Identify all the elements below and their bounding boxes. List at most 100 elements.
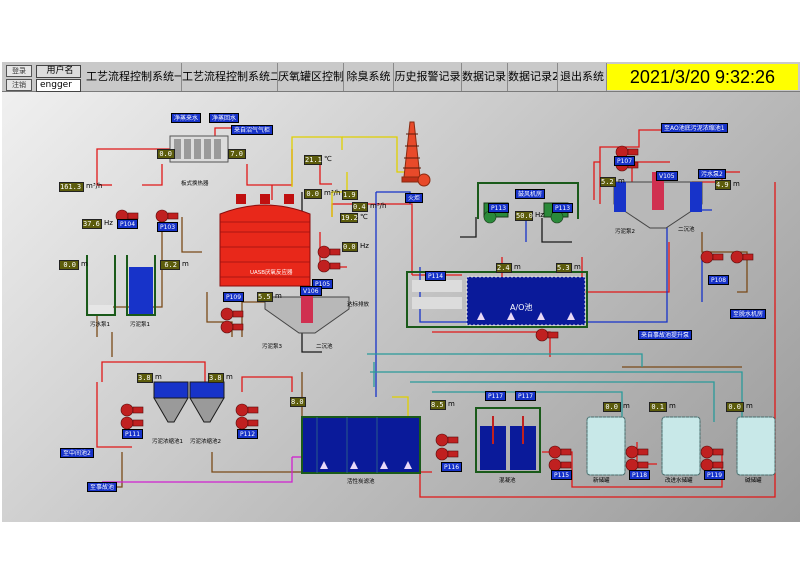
tag-blower-room: 鼓风机房	[515, 189, 546, 199]
logout-button[interactable]: 注销	[6, 79, 32, 91]
value-8-0: 8.0	[290, 397, 306, 407]
unit-hz-2: Hz	[360, 242, 369, 250]
tag-p109: P109	[223, 292, 245, 302]
value-tank-1: 0.0	[603, 402, 621, 412]
value-flow-2: 0.0	[304, 189, 322, 199]
process-panel: 净蒸来水 净蒸回水 来自沼气气柜 板式换热器 火炬 鼓风机房 至AO池底污泥浓缩…	[2, 92, 800, 522]
unit-8-5: m	[448, 400, 455, 408]
process-diagram	[86, 121, 776, 498]
clock-display: 2021/3/20 9:32:26	[607, 64, 798, 90]
tank-acid	[661, 416, 701, 476]
value-2-4: 2.4	[496, 263, 512, 273]
nav-process-1[interactable]: 工艺流程控制系统一	[86, 63, 182, 91]
unit-2-4: m	[514, 263, 521, 271]
pump-p114	[535, 328, 559, 342]
pump-p112b	[235, 416, 259, 430]
label-sediment-tank: 活性炭滤池	[347, 479, 375, 485]
unit-3-8-b: m	[226, 373, 233, 381]
nav-deodor[interactable]: 除臭系统	[344, 63, 394, 91]
value-1-9: 1.9	[342, 190, 358, 200]
tag-p117-b: P117	[515, 391, 537, 401]
unit-tank-3: m	[746, 402, 753, 410]
tag-p103: P103	[157, 222, 179, 232]
tag-v105: V105	[656, 171, 678, 181]
tag-clean-water-in: 净蒸来水	[171, 113, 202, 123]
label-clarifier-right: 二沉池	[678, 227, 695, 233]
login-button[interactable]: 登录	[6, 65, 32, 77]
label-plate-exchanger: 板式换热器	[181, 181, 209, 187]
tag-biogas-from: 来自沼气气柜	[231, 125, 274, 135]
pump-p116b	[435, 447, 459, 461]
nav-data-1[interactable]: 数据记录1	[462, 63, 508, 91]
pump-p111b	[120, 416, 144, 430]
label-ao-tank: A/O池	[510, 303, 533, 312]
tag-clean-water-out: 净蒸回水	[209, 113, 240, 123]
sediment-tank	[301, 416, 421, 474]
value-3-8-b: 3.8	[208, 373, 224, 383]
value-tank-3: 0.0	[726, 402, 744, 412]
tag-p112: P112	[237, 429, 259, 439]
pump-p103	[155, 209, 179, 223]
tag-p113-b: P113	[552, 203, 574, 213]
tag-p118: P118	[629, 470, 651, 480]
tag-to-dewater: 至脱水机房	[730, 309, 767, 319]
value-hz-3: 50.0	[515, 211, 533, 221]
nav-process-2[interactable]: 工艺流程控制系统二	[182, 63, 278, 91]
label-new-tank: 新储罐	[593, 478, 610, 484]
label-sludge-pump2: 污泥泵2	[615, 229, 635, 235]
tag-p119: P119	[704, 470, 726, 480]
pump-p109b	[220, 320, 244, 334]
nav-alarm-history[interactable]: 历史报警记录	[394, 63, 462, 91]
thickener-2	[189, 381, 225, 423]
unit-flow-3: m³/h	[370, 202, 387, 210]
label-sewage-pump: 污水泵1	[90, 322, 110, 328]
sludge-pool	[126, 255, 156, 316]
unit-level-2: m	[182, 260, 189, 268]
tag-p105: P105	[312, 279, 334, 289]
username-field[interactable]: engger	[36, 79, 81, 92]
label-clarifier-mid: 二沉池	[316, 344, 333, 350]
pump-p116	[435, 433, 459, 447]
unit-level-1: m	[81, 260, 88, 268]
tag-p117-a: P117	[485, 391, 507, 401]
sewage-pool	[86, 255, 116, 316]
pump-p108b	[730, 250, 754, 264]
pump-p119	[700, 445, 724, 459]
pump-p108	[700, 250, 724, 264]
tag-p113-a: P113	[488, 203, 510, 213]
nav-exit[interactable]: 退出系统	[558, 63, 607, 91]
pump-p118	[625, 445, 649, 459]
value-5-3: 5.3	[556, 263, 572, 273]
tag-torch: 火炬	[405, 193, 424, 203]
label-sludge-pump: 污泥泵1	[130, 322, 150, 328]
uasb-reactor	[219, 194, 311, 287]
tag-from-accident: 来自事故池提升泵	[638, 330, 693, 340]
unit-flow-1: m³/h	[86, 182, 103, 190]
tag-to-ao-sludge: 至AO池底污泥浓缩池1	[661, 123, 728, 133]
label-discharge: 达标排放	[347, 302, 370, 308]
pipe-red-1	[96, 148, 170, 185]
pump-p109	[220, 307, 244, 321]
torch-tower	[401, 121, 431, 187]
tag-p116: P116	[441, 462, 463, 472]
pump-p107	[615, 145, 639, 159]
value-hz-1: 37.6	[82, 219, 102, 229]
tag-p111: P111	[122, 429, 144, 439]
nav-anaerobic[interactable]: 厌氧罐区控制	[278, 63, 344, 91]
tag-p108: P108	[708, 275, 730, 285]
pump-p118b	[625, 458, 649, 472]
nav-data-2[interactable]: 数据记录2	[508, 63, 558, 91]
label-thickener-2: 污泥浓缩池2	[190, 439, 221, 445]
pump-p115b	[548, 458, 572, 472]
tag-p104: P104	[117, 219, 139, 229]
pump-p119b	[700, 458, 724, 472]
value-hx: 7.0	[228, 149, 246, 159]
value-4-9: 4.9	[715, 180, 731, 190]
pump-p105b	[317, 259, 341, 273]
value-flow-1: 161.3	[59, 182, 84, 192]
unit-hz-3: Hz	[535, 211, 544, 219]
value-tank-2: 0.1	[649, 402, 667, 412]
label-uasb: UASB厌氧反应器	[250, 270, 293, 276]
value-flow-3: 0.4	[352, 202, 368, 212]
